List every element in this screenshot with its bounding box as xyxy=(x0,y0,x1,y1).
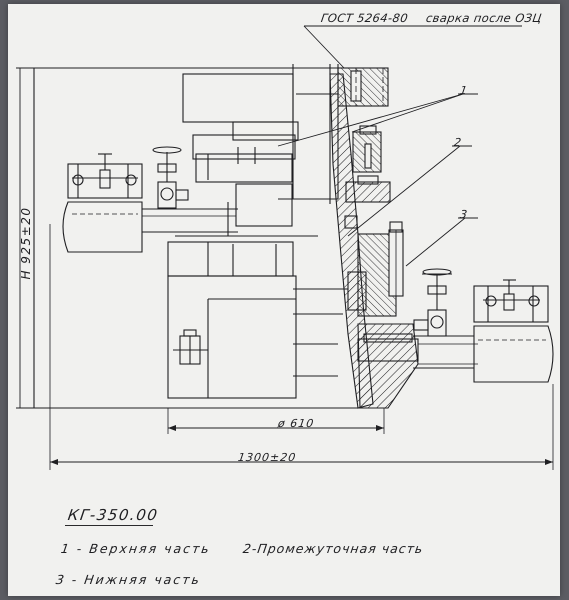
model-underline xyxy=(65,525,153,526)
diameter-dimension-label: ø 610 xyxy=(277,417,316,430)
legend-part-2: 2-Промежуточная часть xyxy=(241,541,425,556)
legend-part-1: 1 - Верхняя часть xyxy=(59,541,212,556)
legend-part-3: 3 - Нижняя часть xyxy=(54,572,203,587)
leader-1 xyxy=(351,93,464,133)
right-end-clamp xyxy=(473,279,554,383)
k-marker xyxy=(344,215,358,229)
central-column xyxy=(167,64,348,399)
technical-drawing xyxy=(16,25,554,470)
weld-note-label: сварка после ОЗЦ xyxy=(425,11,543,25)
right-lower-pipe xyxy=(413,268,478,369)
title-leader xyxy=(303,25,345,69)
model-code: КГ-350.00 xyxy=(66,506,160,524)
height-dimension-label: Н 925±20 xyxy=(19,206,33,280)
lower-left-bolt xyxy=(173,329,208,365)
gost-standard-label: ГОСТ 5264-80 xyxy=(320,11,410,25)
left-end-clamp xyxy=(62,153,143,253)
leader-2 xyxy=(347,145,461,237)
width-dimension-label: 1300±20 xyxy=(237,451,298,464)
left-pipe-valve xyxy=(142,146,238,233)
top-flange xyxy=(337,67,389,107)
upper-part-plates xyxy=(182,64,338,200)
lower-bolt-assembly xyxy=(347,221,419,409)
drawing-sheet: ГОСТ 5264-80 сварка после ОЗЦ 1 2 3 Н 92… xyxy=(8,4,560,596)
leader-3 xyxy=(405,217,466,267)
middle-bolt-assembly xyxy=(345,125,391,203)
